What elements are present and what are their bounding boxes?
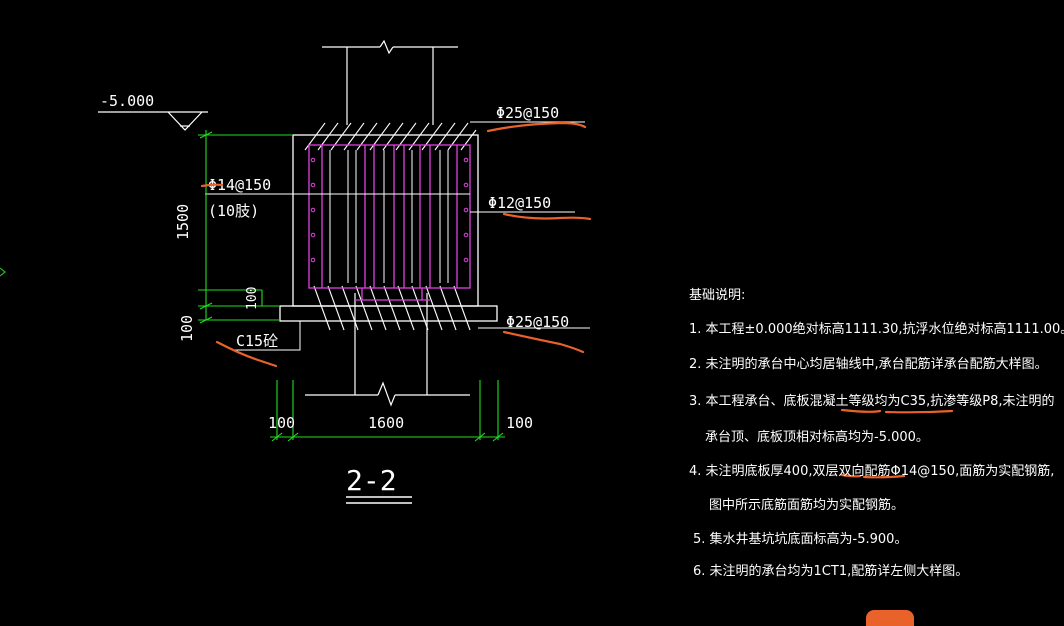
rebar-label-left-1: Φ14@150 xyxy=(208,176,271,194)
notes-title: 基础说明: xyxy=(689,288,746,303)
note-item-1: 1. 本工程±0.000绝对标高1111.30,抗浮水位绝对标高1111.00。 xyxy=(689,322,1064,337)
dim-left-label: 100 xyxy=(268,414,295,432)
note-item-3-cont: 承台顶、底板顶相对标高均为-5.000。 xyxy=(705,430,929,445)
section-underline xyxy=(346,496,412,504)
elevation-marker xyxy=(98,111,208,131)
markup-annotations xyxy=(200,121,954,479)
rebar-dots xyxy=(310,157,469,263)
rebar-label-left-2: (10肢) xyxy=(208,202,259,220)
note-item-6: 6. 未注明的承台均为1CT1,配筋详左侧大样图。 xyxy=(693,564,969,579)
rebar-verticals xyxy=(329,150,449,283)
note-item-2: 2. 未注明的承台中心均居轴线中,承台配筋详承台配筋大样图。 xyxy=(689,357,1048,372)
concrete-label: C15砼 xyxy=(236,332,278,350)
pile-below xyxy=(305,293,470,407)
note-item-4-cont: 图中所示底筋面筋均为实配钢筋。 xyxy=(709,498,905,513)
section-label: 2-2 xyxy=(346,464,397,497)
rebar-label-top-right: Φ25@150 xyxy=(496,104,559,122)
note-item-3: 3. 本工程承台、底板混凝土等级均为C35,抗渗等级P8,未注明的 xyxy=(689,394,1055,409)
pile-cap-outline xyxy=(279,134,498,322)
top-hatching xyxy=(304,122,477,151)
floating-app-icon[interactable] xyxy=(866,610,914,626)
edge-marker xyxy=(0,267,6,277)
elevation-label: -5.000 xyxy=(100,92,154,110)
note-item-5: 5. 集水井基坑坑底面标高为-5.900。 xyxy=(693,532,908,547)
note-item-4: 4. 未注明底板厚400,双层双向配筋Φ14@150,面筋为实配钢筋, xyxy=(689,464,1055,479)
rebar-label-right-mid: Φ12@150 xyxy=(488,194,551,212)
rebar-cage xyxy=(308,144,471,301)
dimension-lines xyxy=(198,130,505,442)
dim-small-label: 100 xyxy=(245,287,260,310)
dim-right-label: 100 xyxy=(506,414,533,432)
rebar-label-bottom-right: Φ25@150 xyxy=(506,313,569,331)
dim-width-label: 1600 xyxy=(368,414,404,432)
dim-bottom-left-label: 100 xyxy=(178,315,196,342)
bottom-hatching xyxy=(313,285,471,331)
column-stub xyxy=(322,39,458,125)
dim-height-label: 1500 xyxy=(174,204,192,240)
